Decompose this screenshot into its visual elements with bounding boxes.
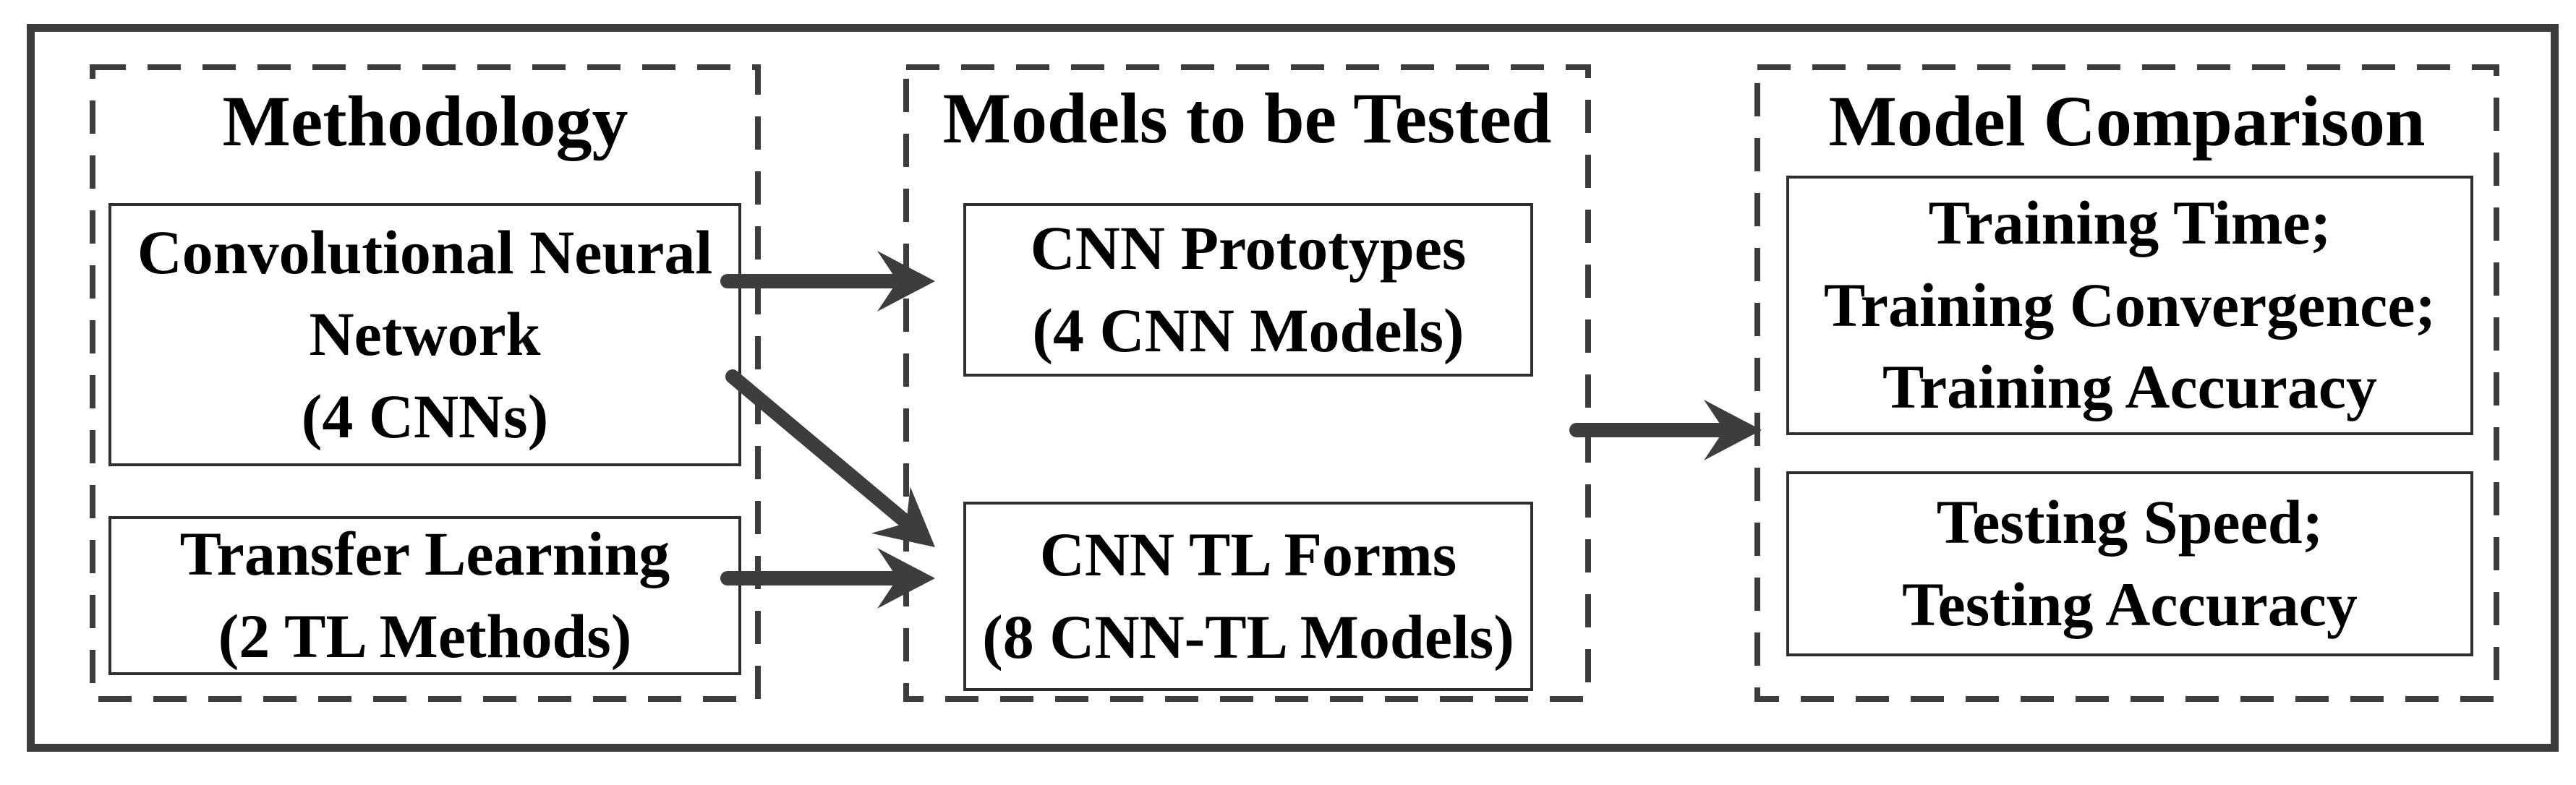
box-text-line: Training Accuracy (1882, 352, 2377, 422)
convolutional-neural-network-box: Convolutional Neural Network (4 CNNs) (108, 203, 741, 466)
box-text-line: Convolutional Neural (137, 217, 713, 287)
cnn-prototypes-box: CNN Prototypes (4 CNN Models) (963, 203, 1533, 377)
box-text-line: CNN Prototypes (1030, 213, 1467, 283)
methodology-section-title: Methodology (222, 81, 628, 161)
box-text-line: Training Convergence; (1823, 270, 2436, 340)
training-metrics-box: Training Time; Training Convergence; Tra… (1786, 176, 2473, 435)
models-section-title: Models to be Tested (942, 78, 1552, 158)
outer-frame (27, 24, 2559, 752)
transfer-learning-box: Transfer Learning (2 TL Methods) (108, 516, 741, 675)
box-text-line: CNN TL Forms (1039, 520, 1457, 590)
box-text-line: (4 CNN Models) (1032, 296, 1464, 365)
box-text-line: Testing Speed; (1936, 487, 2324, 557)
box-text-line: (8 CNN-TL Models) (982, 602, 1514, 672)
cnn-tl-forms-box: CNN TL Forms (8 CNN-TL Models) (963, 502, 1533, 691)
box-text-line: Testing Accuracy (1902, 570, 2358, 639)
box-text-line: Training Time; (1928, 188, 2332, 258)
comparison-section-title: Model Comparison (1828, 81, 2426, 161)
box-text-line: Network (309, 299, 541, 369)
box-text-line: (2 TL Methods) (218, 601, 632, 671)
testing-metrics-box: Testing Speed; Testing Accuracy (1786, 471, 2473, 656)
box-text-line: (4 CNNs) (301, 381, 549, 451)
box-text-line: Transfer Learning (179, 519, 670, 589)
